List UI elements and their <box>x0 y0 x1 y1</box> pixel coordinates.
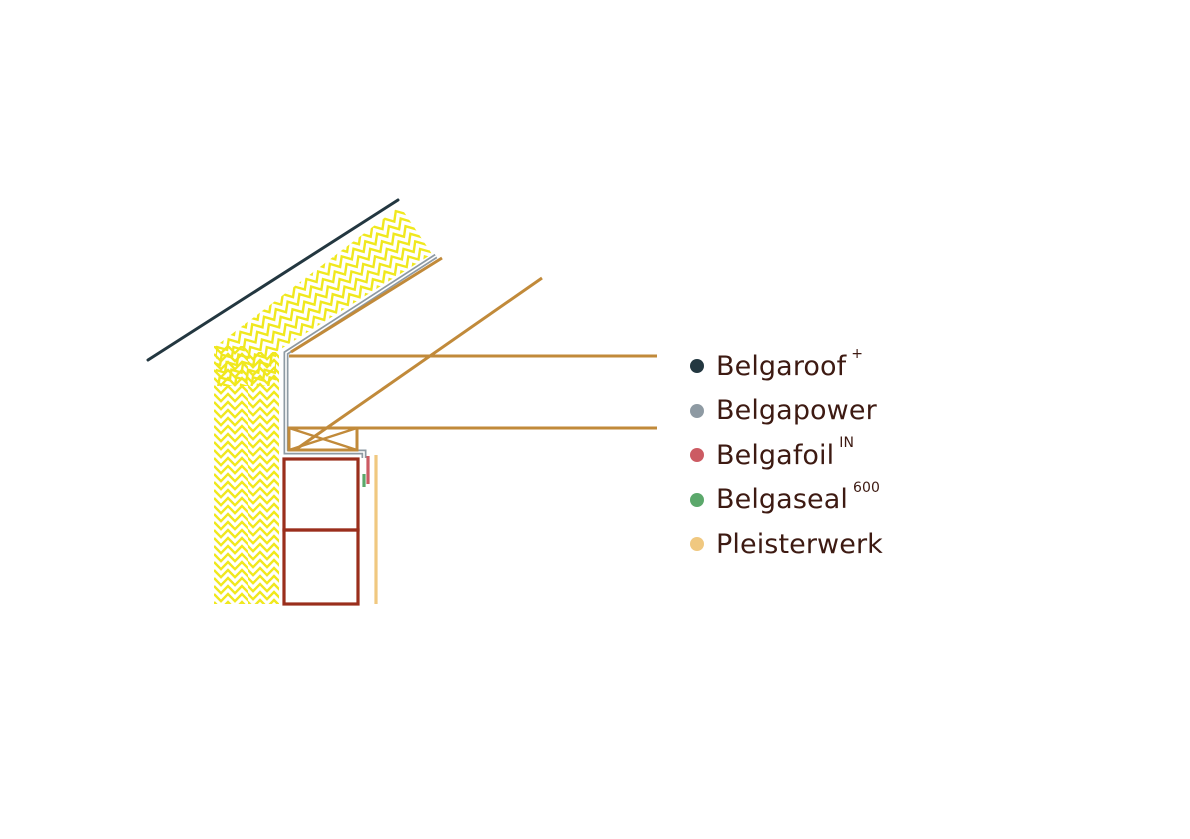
wall-insulation-inner <box>248 352 279 604</box>
belgaroof-membrane <box>146 198 400 362</box>
roof-insulation <box>216 206 432 386</box>
dot-icon <box>690 537 704 552</box>
legend-superscript: + <box>851 346 864 363</box>
legend-label: Belgapower <box>716 395 877 427</box>
dot-icon <box>690 403 704 418</box>
legend-label: Belgaroof <box>716 350 847 382</box>
dot-icon <box>690 448 704 463</box>
wall-plate-cross-b <box>288 426 358 452</box>
wall-block-upper <box>282 457 360 532</box>
wall-plate <box>287 426 359 452</box>
roof-board <box>290 256 443 354</box>
legend-item-pleisterwerk: Pleisterwerk <box>690 522 883 567</box>
wall-block-lower <box>282 528 360 606</box>
legend-superscript: IN <box>839 435 855 452</box>
legend-item-belgapower: Belgapower <box>690 389 883 434</box>
legend: Belgaroof + Belgapower Belgafoil IN Belg… <box>690 344 883 567</box>
legend-label: Belgaseal <box>716 484 848 516</box>
belgapower-layer-core <box>285 255 437 458</box>
legend-item-belgaseal: Belgaseal 600 <box>690 478 883 523</box>
legend-item-belgafoil: Belgafoil IN <box>690 433 883 478</box>
dot-icon <box>690 359 704 374</box>
legend-superscript: 600 <box>852 479 880 496</box>
legend-label: Pleisterwerk <box>716 528 883 560</box>
legend-label: Belgafoil <box>716 439 835 471</box>
dot-icon <box>690 492 704 507</box>
wall-insulation-outer <box>214 346 248 604</box>
legend-item-belgaroof: Belgaroof + <box>690 344 883 389</box>
sloped-rafter <box>294 276 543 452</box>
